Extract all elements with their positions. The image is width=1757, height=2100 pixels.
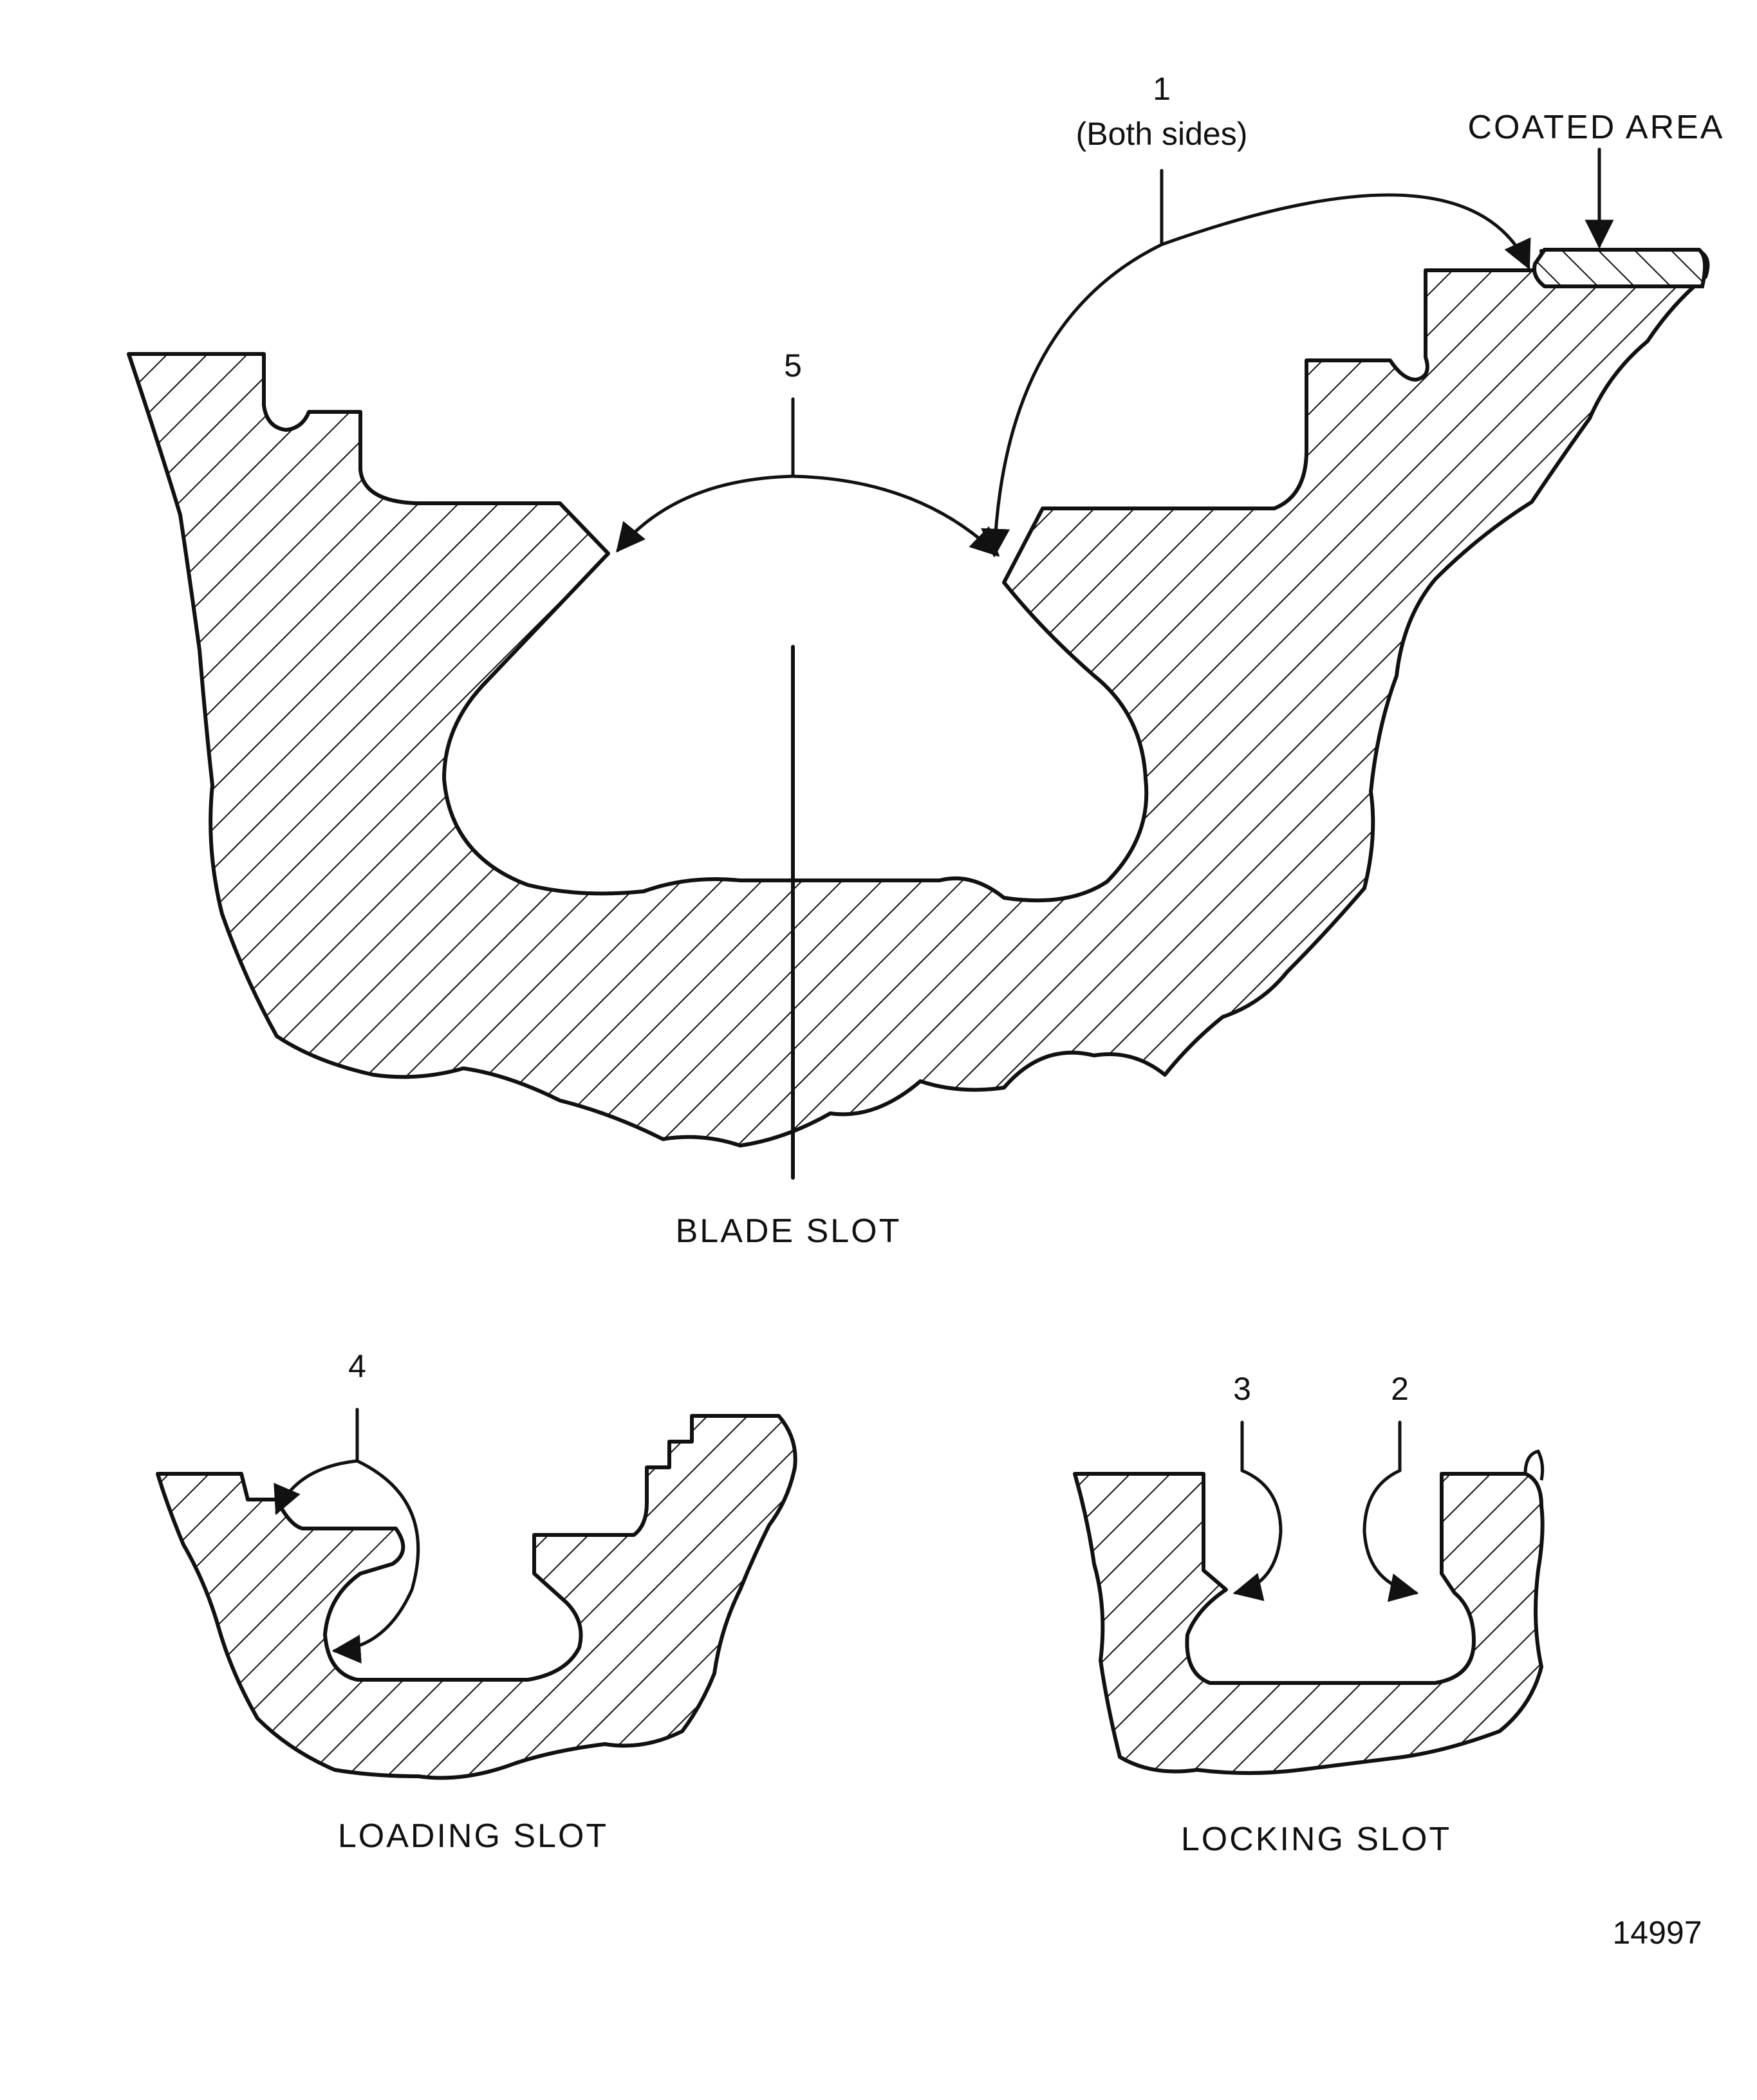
callout-2-arc: [1362, 1469, 1419, 1603]
callout-1-arc-right: [1160, 193, 1531, 270]
loading-slot-caption: LOADING SLOT: [338, 1817, 608, 1855]
figure-number: 14997: [1612, 1915, 1702, 1951]
callout-1-arc-left: [981, 243, 1164, 558]
locking-slot-section: 3 2 LOCKING SLOT: [1073, 1371, 1545, 1858]
blade-slot-section: 5 1 (Both sides) COATED AREA BLADE SLOT: [127, 71, 1724, 1250]
loading-slot-section: 4 LOADING SLOT: [156, 1348, 797, 1855]
callout-3-arc: [1232, 1469, 1283, 1601]
callout-4-arc-bottom: [331, 1459, 420, 1664]
callout-5-label: 5: [784, 348, 802, 384]
callout-4-label: 4: [348, 1348, 366, 1384]
locking-slot-tab: [1523, 1449, 1545, 1481]
coated-area-label: COATED AREA: [1467, 109, 1724, 146]
callout-1-note: (Both sides): [1076, 116, 1248, 152]
callout-5-arc-right: [791, 474, 1000, 557]
callout-1-number: 1: [1153, 71, 1171, 107]
coated-area-strip: [1532, 248, 1707, 288]
callout-4-arc-top: [274, 1459, 359, 1516]
blade-slot-caption: BLADE SLOT: [676, 1213, 902, 1250]
callout-5-arc-left: [616, 474, 795, 553]
locking-slot-caption: LOCKING SLOT: [1181, 1821, 1451, 1858]
callout-3-label: 3: [1233, 1371, 1251, 1407]
blade-slot-hatched-section: [127, 249, 1710, 1148]
callout-2-label: 2: [1391, 1371, 1409, 1407]
locking-slot-hatched-section: [1073, 1472, 1545, 1775]
loading-slot-hatched-section: [156, 1414, 797, 1780]
